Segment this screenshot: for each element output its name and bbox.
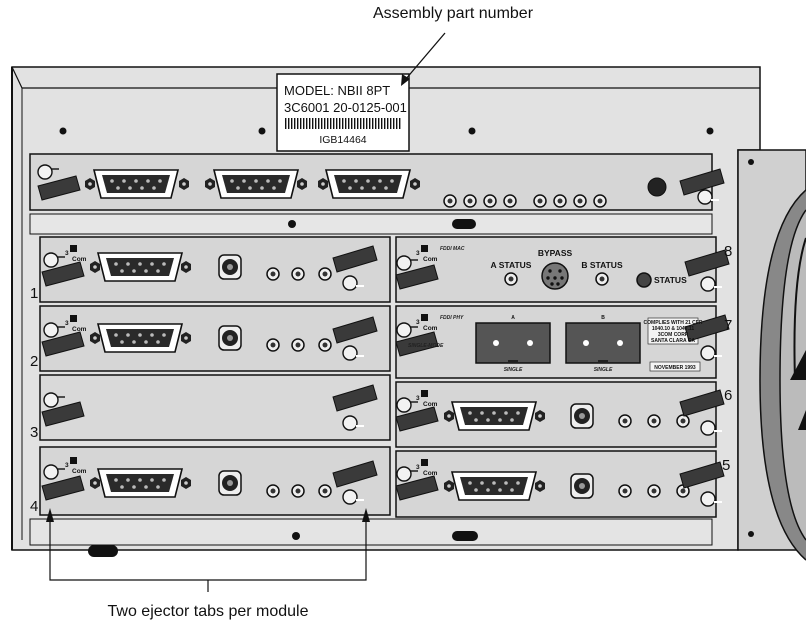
slot-number-6: 6 — [724, 387, 732, 404]
fiber-port-a — [475, 322, 551, 364]
single-b-label: SINGLE — [594, 367, 613, 373]
fan-housing — [737, 149, 806, 561]
bottom-strip — [29, 518, 713, 557]
compliance-line: COMPLIES WITH 21 CFR — [644, 320, 703, 326]
module-slot-1 — [39, 236, 391, 303]
brand-label: Com — [72, 326, 87, 333]
callout-bottom: Two ejector tabs per module — [46, 508, 370, 620]
module-slot-8-fddi-mac — [395, 236, 730, 303]
slot-number-7: 7 — [724, 317, 732, 334]
compliance-line: SANTA CLARA CA — [651, 338, 695, 344]
divider-strip — [29, 213, 713, 235]
label-serial: IGB14464 — [319, 134, 366, 146]
right-modules — [395, 236, 730, 518]
label-model: MODEL: NBII 8PT — [284, 83, 390, 98]
brand-label: Com — [423, 325, 438, 332]
brand-label: Com — [72, 468, 87, 475]
slot-number-1: 1 — [30, 285, 38, 302]
module-slot-5 — [395, 450, 725, 518]
brand-labels: Com Com Com Com Com Com Com — [72, 256, 438, 477]
module-slot-7-fddi-phy — [395, 305, 730, 379]
slot-number-8: 8 — [724, 243, 732, 260]
brand-label: Com — [423, 401, 438, 408]
single-mode-label: SINGLE-MODE — [408, 343, 444, 349]
callout-bottom-text: Two ejector tabs per module — [108, 603, 309, 620]
slot-number-4: 4 — [30, 498, 38, 515]
port-a-label: A — [511, 315, 515, 321]
compliance-line: 3COM CORP — [658, 332, 689, 338]
label-part-number: 3C6001 20-0125-001 — [284, 100, 407, 115]
slot-number-2: 2 — [30, 353, 38, 370]
slot-numbers: 1 2 3 4 8 7 6 5 — [30, 243, 732, 515]
fiber-port-b — [565, 322, 641, 364]
screw — [59, 127, 714, 135]
date-label: NOVEMBER 1993 — [654, 365, 696, 371]
slot-number-5: 5 — [722, 457, 730, 474]
status-label: STATUS — [654, 275, 687, 285]
module-slot-3 — [39, 374, 391, 441]
fddi-phy-title: FDDI PHY — [440, 315, 464, 321]
barcode — [285, 118, 401, 129]
fddi-phy-labels: FDDI PHY SINGLE-MODE A B SINGLE SINGLE C… — [408, 315, 703, 373]
compliance-line: 1040.10 & 1040.11 — [652, 326, 694, 332]
module-slot-6 — [395, 381, 725, 448]
single-a-label: SINGLE — [504, 367, 523, 373]
a-status-label: A STATUS — [491, 260, 532, 270]
fddi-mac-title: FDDI MAC — [440, 246, 465, 252]
b-status-label: B STATUS — [581, 260, 623, 270]
module-slot-2 — [39, 305, 391, 372]
bypass-label: BYPASS — [538, 248, 573, 258]
slot-number-3: 3 — [30, 424, 38, 441]
assembly-label-plate: MODEL: NBII 8PT 3C6001 20-0125-001 IGB14… — [276, 73, 410, 152]
brand-label: Com — [72, 256, 87, 263]
module-slot-4 — [39, 446, 391, 516]
port-b-label: B — [601, 315, 605, 321]
brand-label: Com — [423, 470, 438, 477]
fddi-mac-labels: FDDI MAC A STATUS BYPASS B STATUS STATUS — [440, 246, 687, 285]
upper-module — [29, 153, 725, 211]
callout-top-text: Assembly part number — [373, 5, 534, 22]
callout-top: Assembly part number — [373, 5, 534, 86]
bypass-connector — [541, 262, 569, 290]
chassis-foot — [88, 545, 118, 557]
brand-label: Com — [423, 256, 438, 263]
left-modules — [39, 236, 391, 516]
